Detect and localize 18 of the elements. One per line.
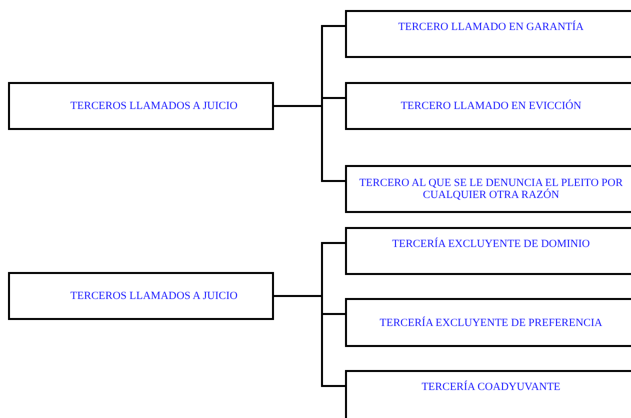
text-box [345,82,631,130]
box-label: TERCERÍA EXCLUYENTE DE PREFERENCIA [378,316,604,328]
text-box [8,82,274,130]
text-box [8,272,274,320]
text-box [345,10,631,58]
connector-line [274,295,345,387]
text-box [345,227,631,275]
text-box [345,165,631,213]
box-label: TERCERÍA COADYUVANTE [420,381,562,393]
box-label: TERCERO LLAMADO EN EVICCIÓN [400,100,582,112]
box-label: TERCERÍA EXCLUYENTE DE DOMINIO [391,238,591,250]
connector-line [274,105,345,182]
text-box [345,370,631,418]
text-box [345,298,631,347]
box-label: TERCEROS LLAMADOS A JUICIO [69,100,239,112]
box-label: TERCERO LLAMADO EN GARANTÍA [397,21,585,33]
box-label: TERCEROS LLAMADOS A JUICIO [69,290,239,302]
box-label: TERCERO AL QUE SE LE DENUNCIA EL PLEITO POR CUALQUIER OTRA RAZÓN [358,177,624,201]
